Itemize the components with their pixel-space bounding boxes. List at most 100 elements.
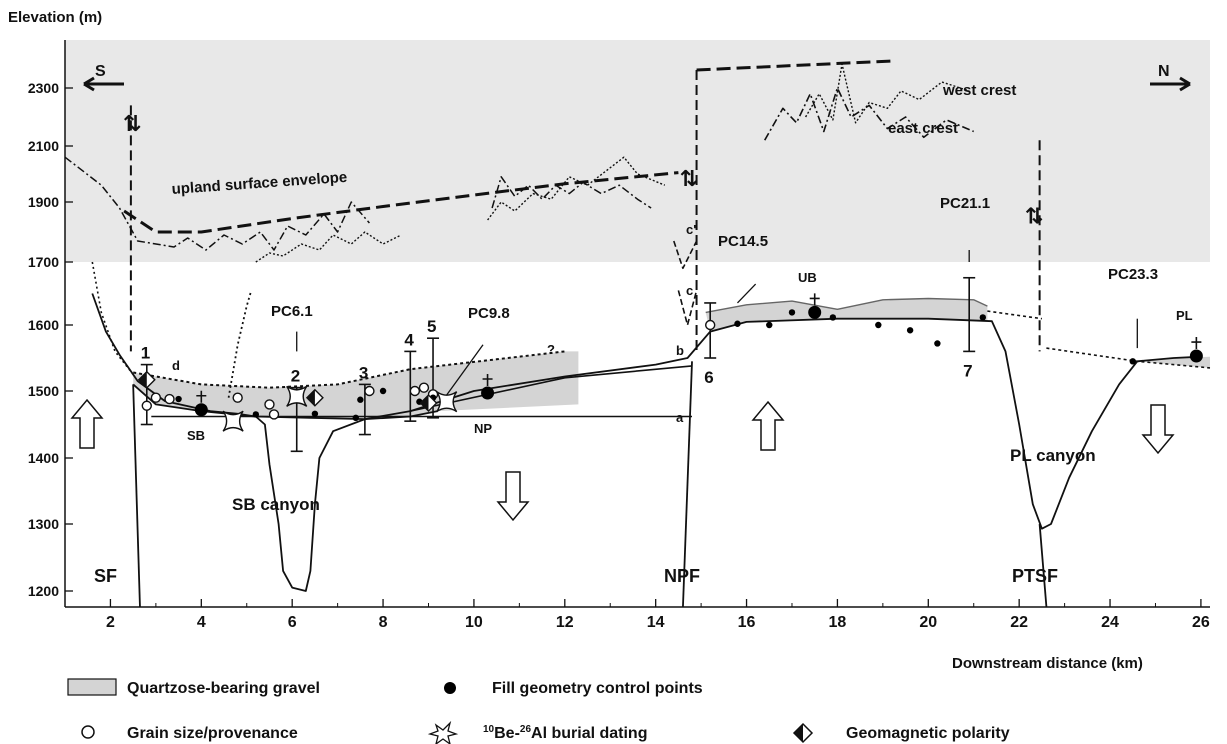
legend-gravel-swatch — [67, 678, 117, 696]
subsidence-arrow-icon — [496, 471, 530, 522]
error-bar-label: 3 — [359, 363, 368, 382]
pl-canyon-label: PL canyon — [1010, 446, 1096, 465]
pc21-1-label: PC21.1 — [940, 195, 990, 212]
grain-size-point — [141, 400, 152, 411]
legend-al-superscript: 26 — [520, 724, 532, 735]
x-axis-title: Downstream distance (km) — [952, 655, 1143, 672]
fill-control-large-point — [808, 305, 822, 319]
error-bar-label: 2 — [291, 367, 300, 386]
fill-control-point — [875, 321, 882, 329]
fill-control-point — [379, 387, 387, 395]
ptsf-fault-label: PTSF — [1012, 566, 1058, 586]
fill-control-large-point — [1189, 349, 1203, 363]
legend: Quartzose-bearing gravel Fill geometry c… — [67, 678, 1010, 744]
y-tick-label: 1500 — [28, 383, 59, 399]
line-c-label: c — [686, 283, 693, 298]
series-line-dashed-projection-downstream — [1046, 347, 1211, 369]
south-arrow-icon — [83, 76, 124, 92]
line-b-label: b — [676, 343, 684, 358]
pl-site-label: PL — [1176, 308, 1193, 323]
error-bar-label: 6 — [704, 368, 713, 387]
east-crest-label: east crest — [888, 120, 958, 137]
polarity-point-fill — [138, 371, 147, 388]
sb-canyon-label: SB canyon — [232, 495, 320, 514]
series-line-dashed-projection-middle — [987, 310, 1043, 320]
y-tick-label: 1400 — [28, 450, 59, 466]
legend-burial-dating-icon — [427, 720, 459, 744]
fill-control-point — [352, 414, 359, 421]
fill-control-point — [175, 395, 182, 403]
grain-size-point — [268, 409, 280, 420]
x-tick-label: 16 — [738, 614, 756, 631]
y-axis-title: Elevation (m) — [8, 9, 102, 26]
series-line-c-prime — [673, 240, 698, 270]
error-bar-label: 5 — [427, 317, 436, 336]
legend-burial-dating-label: 10Be-26Al burial dating — [483, 724, 647, 742]
cross-marker-icon — [809, 293, 820, 306]
npf-fault-label: NPF — [664, 566, 700, 586]
legend-grain-size-icon — [81, 725, 95, 739]
question-mark-label: ? — [547, 342, 555, 357]
npf-fault-solid-line — [682, 361, 693, 608]
grain-size-point — [232, 392, 243, 403]
fault-motion-icon: ⇅ — [123, 111, 141, 136]
pc9-8-label: PC9.8 — [468, 305, 510, 322]
line-c-prime-label: c' — [686, 222, 696, 237]
series-line-river-profile — [91, 293, 1201, 592]
series-line-c — [677, 290, 698, 326]
pc-leader-line — [446, 344, 484, 396]
cross-marker-icon — [196, 390, 207, 403]
ub-site-label: UB — [798, 270, 817, 285]
legend-gravel-label: Quartzose-bearing gravel — [127, 680, 320, 697]
fill-control-point — [788, 309, 796, 316]
y-tick-label: 1600 — [28, 317, 59, 333]
error-bar-label: 7 — [963, 361, 972, 380]
grain-size-point — [150, 392, 162, 403]
fill-control-point — [311, 410, 319, 417]
series-line-crest-envelope — [696, 59, 892, 72]
y-tick-label: 1200 — [28, 583, 59, 599]
error-bar-label: 1 — [141, 344, 150, 363]
gravel-fill-2 — [705, 298, 988, 332]
series-line-east-crest — [764, 87, 975, 141]
sb-site-label: SB — [187, 428, 205, 443]
fill-control-point — [766, 321, 773, 329]
fill-control-point — [252, 411, 260, 418]
fill-control-point — [734, 320, 741, 327]
polarity-point-fill — [306, 389, 315, 406]
north-arrow-icon — [1150, 76, 1191, 92]
legend-polarity-label: Geomagnetic polarity — [846, 725, 1010, 742]
np-site-label: NP — [474, 421, 492, 436]
series-line-pl-dotted-upstream — [91, 261, 134, 375]
fill-control-point — [906, 327, 914, 334]
x-tick-label: 12 — [556, 614, 574, 631]
x-tick-label: 4 — [197, 614, 206, 631]
series-line-gravel-top — [133, 350, 565, 389]
fill-control-point — [829, 314, 837, 321]
y-tick-label: 2100 — [28, 138, 59, 154]
x-tick-label: 2 — [106, 614, 115, 631]
background-layer — [65, 40, 1210, 420]
legend-polarity-icon — [792, 722, 814, 744]
grain-size-point — [364, 385, 375, 397]
series-line-upland-surface-envelope — [123, 171, 679, 234]
burial-dating-point — [286, 385, 308, 407]
series-line-west-crest — [804, 63, 970, 124]
ptsf-fault-solid-line — [1038, 523, 1048, 608]
legend-be-al-text: Be- — [494, 725, 520, 742]
burial-dating-point — [436, 391, 458, 413]
burial-dating-point — [222, 410, 244, 432]
pc-leader-line — [736, 283, 757, 304]
x-tick-label: 6 — [288, 614, 297, 631]
x-tick-label: 24 — [1101, 614, 1119, 631]
line-d-label: d — [172, 358, 180, 373]
fill-control-large-point — [481, 386, 495, 400]
south-label: S — [95, 63, 106, 80]
grain-size-point — [264, 399, 275, 410]
fault-motion-icon: ⇅ — [1025, 204, 1043, 229]
fill-control-point — [979, 314, 987, 321]
series-line-line-b — [410, 365, 693, 412]
